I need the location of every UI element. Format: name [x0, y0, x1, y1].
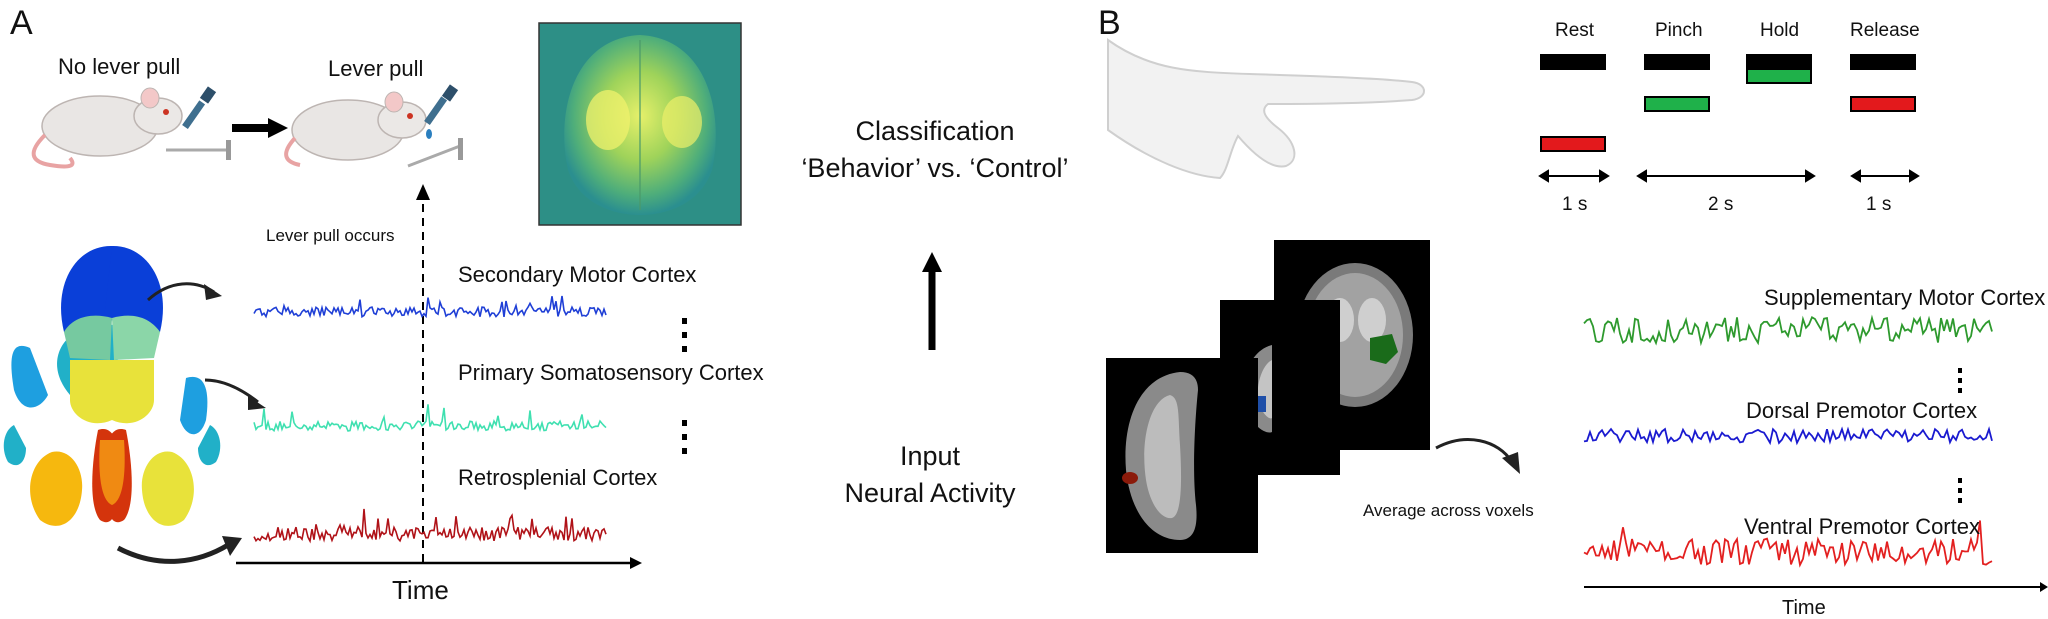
ellipsis-dots-a2	[682, 420, 687, 454]
region-label-primary-somatosensory: Primary Somatosensory Cortex	[458, 360, 764, 385]
hold-green-bar	[1746, 68, 1812, 84]
duration-rest-label: 1 s	[1562, 194, 1588, 215]
classification-label-line2: ‘Behavior’ vs. ‘Control’	[801, 153, 1069, 183]
trace-ventral-premotor	[1583, 520, 1993, 568]
region-label-secondary-motor: Secondary Motor Cortex	[458, 262, 697, 287]
dropper-icon	[182, 86, 217, 130]
phase-pinch-label: Pinch	[1655, 20, 1703, 41]
panel-a-letter: A	[10, 4, 33, 42]
rest-red-bar	[1540, 136, 1606, 152]
mri-slice-1	[1106, 358, 1258, 553]
region-label-supplementary-motor: Supplementary Motor Cortex	[1764, 285, 2046, 310]
region-label-ventral-premotor: Ventral Premotor Cortex	[1744, 514, 1980, 539]
region-label-retrosplenial: Retrosplenial Cortex	[458, 465, 658, 490]
input-label-line2: Neural Activity	[844, 478, 1016, 508]
widefield-brain-image	[538, 22, 742, 226]
ellipsis-dots-b1	[1958, 368, 1962, 393]
input-label-line1: Input	[899, 441, 961, 471]
lever-pulled-icon	[407, 138, 463, 168]
ellipsis-dots-a1	[682, 318, 687, 352]
duration-pinch-hold-label: 2 s	[1708, 194, 1734, 215]
mouse-pull-icon	[284, 91, 427, 167]
average-voxels-label: Average across voxels	[1363, 501, 1534, 520]
panel-b-letter: B	[1098, 4, 1121, 42]
dropper-drop-icon	[424, 84, 459, 139]
time-label-b: Time	[1782, 597, 1826, 619]
pinch-top-bar	[1644, 54, 1710, 70]
mouse-no-pull-icon	[31, 87, 183, 169]
rest-top-bar	[1540, 54, 1606, 70]
classification-label-line1: Classification	[855, 116, 1015, 146]
trace-secondary-motor	[253, 295, 607, 319]
curved-arrow-2	[204, 378, 259, 404]
time-label-a: Time	[392, 575, 449, 605]
curved-arrow-b	[1435, 438, 1514, 463]
duration-arrows	[1538, 169, 1920, 183]
trace-supplementary-motor	[1583, 314, 1993, 347]
curved-arrow-3	[116, 542, 230, 564]
region-label-dorsal-premotor: Dorsal Premotor Cortex	[1746, 398, 1978, 423]
hand-pinch-icon	[1107, 38, 1425, 180]
pinch-green-bar	[1644, 96, 1710, 112]
release-top-bar	[1850, 54, 1916, 70]
release-red-bar	[1850, 96, 1916, 112]
lever-pull-label: Lever pull	[328, 56, 424, 81]
no-lever-pull-label: No lever pull	[58, 54, 181, 79]
ellipsis-dots-b2	[1958, 478, 1962, 503]
duration-release-label: 1 s	[1866, 194, 1892, 215]
lever-pull-occurs-label: Lever pull occurs	[266, 226, 395, 245]
phase-rest-label: Rest	[1555, 20, 1595, 41]
trace-primary-somatosensory	[253, 404, 607, 433]
phase-release-label: Release	[1850, 20, 1920, 41]
lever-icon	[166, 140, 231, 160]
trace-retrosplenial	[253, 508, 607, 544]
phase-hold-label: Hold	[1760, 20, 1800, 41]
cortical-atlas-icon	[3, 245, 221, 526]
trace-dorsal-premotor	[1583, 426, 1993, 446]
